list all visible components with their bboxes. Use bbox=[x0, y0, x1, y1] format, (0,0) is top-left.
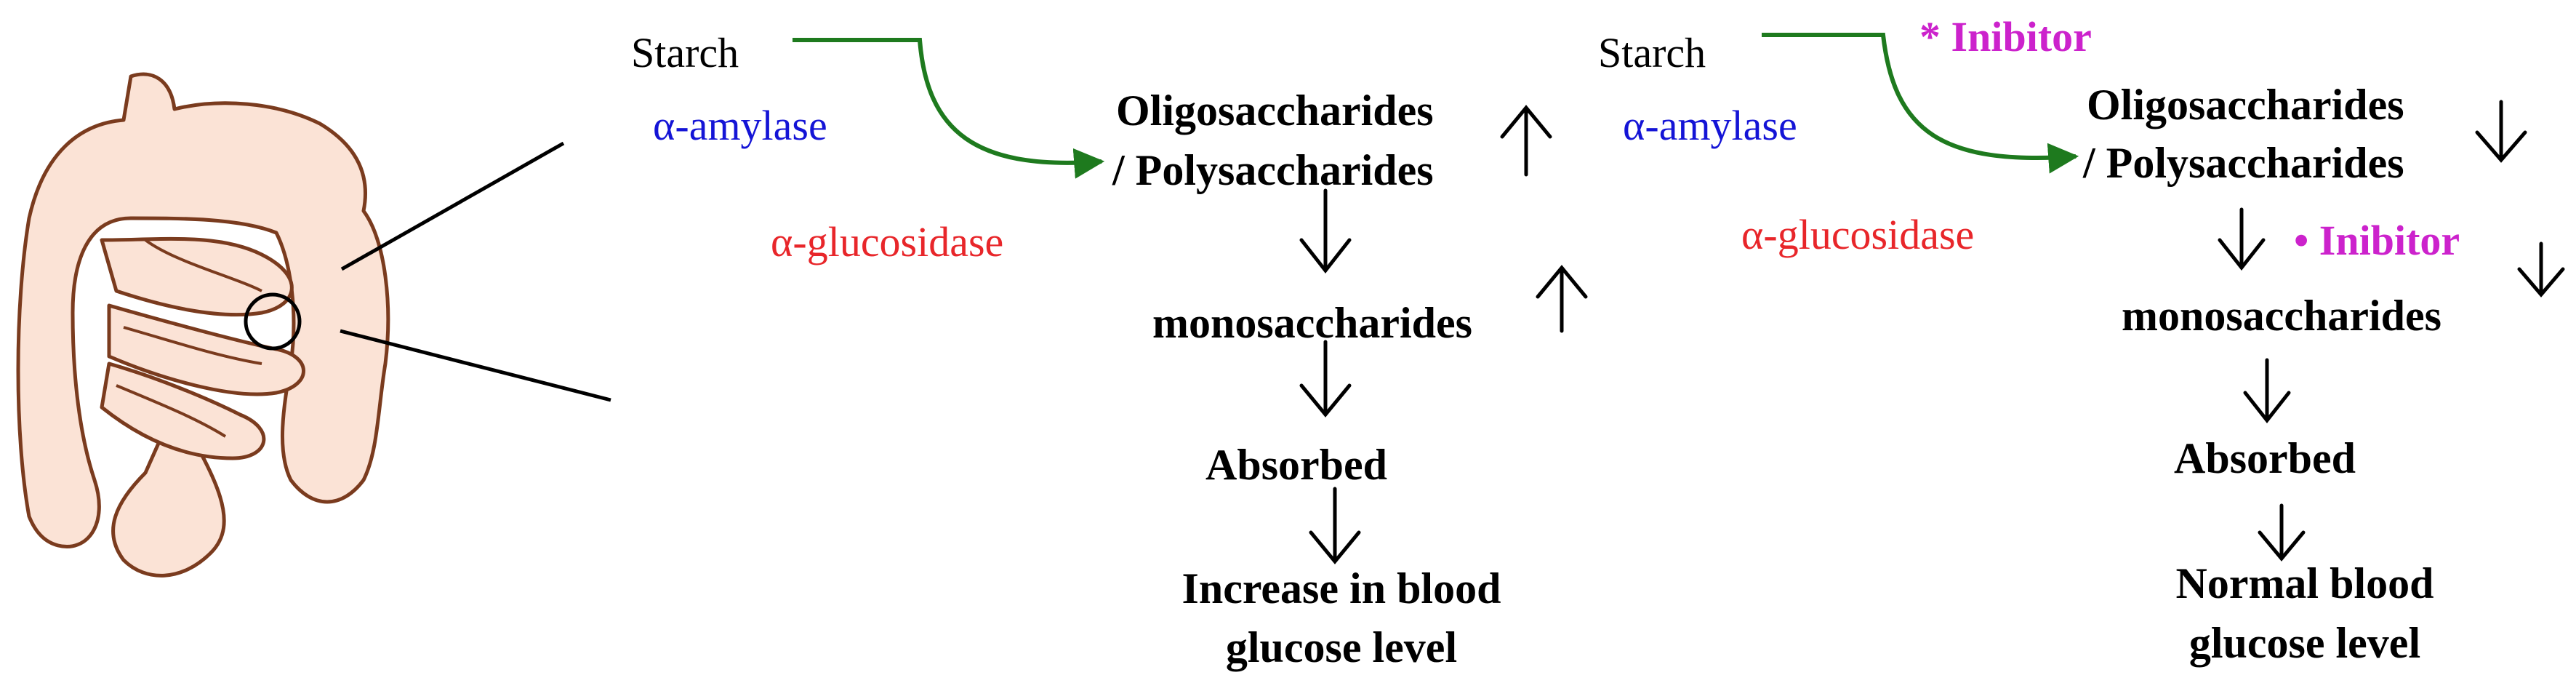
product-polysaccharides: / Polysaccharides bbox=[1112, 146, 1434, 194]
arrow-down-icon bbox=[1299, 340, 1352, 418]
product-polysaccharides: / Polysaccharides bbox=[2083, 139, 2404, 187]
inhibitor-label-glucosidase: • Inibitor bbox=[2294, 217, 2460, 264]
amylase-pathway-arrow-right bbox=[1762, 33, 2079, 174]
enzyme-label-glucosidase: α-glucosidase bbox=[771, 218, 1004, 265]
arrow-down-icon bbox=[2258, 503, 2306, 562]
outcome-line1: Increase in blood bbox=[1181, 564, 1501, 612]
arrow-down-icon bbox=[2475, 100, 2527, 163]
arrow-down-icon bbox=[1299, 188, 1352, 274]
arrow-down-icon bbox=[2243, 358, 2291, 424]
product-oligosaccharides: Oligosaccharides bbox=[1116, 87, 1434, 135]
step-absorbed: Absorbed bbox=[2174, 434, 2356, 482]
enzyme-label-amylase: α-amylase bbox=[653, 102, 827, 149]
arrow-down-icon bbox=[1309, 487, 1361, 564]
enzyme-label-amylase: α-amylase bbox=[1623, 102, 1797, 149]
arrow-up-icon bbox=[1500, 105, 1552, 177]
enzyme-label-glucosidase: α-glucosidase bbox=[1741, 211, 1975, 258]
zoom-line-lower bbox=[340, 329, 611, 402]
intestine-illustration bbox=[16, 72, 390, 578]
outcome-line2: glucose level bbox=[2188, 619, 2421, 667]
substrate-label: Starch bbox=[1598, 29, 1706, 76]
inhibitor-label-amylase: * Inibitor bbox=[1919, 13, 2092, 60]
arrow-down-icon bbox=[2218, 207, 2266, 271]
step-absorbed: Absorbed bbox=[1205, 441, 1388, 489]
product-oligosaccharides: Oligosaccharides bbox=[2087, 81, 2404, 129]
product-monosaccharides: monosaccharides bbox=[1152, 299, 1472, 347]
zoom-line-upper bbox=[340, 141, 565, 271]
arrow-up-icon bbox=[1536, 265, 1588, 333]
outcome-line2: glucose level bbox=[1225, 623, 1458, 671]
arrow-down-icon bbox=[2517, 241, 2565, 297]
outcome-line1: Normal blood bbox=[2175, 559, 2434, 607]
product-monosaccharides: monosaccharides bbox=[2122, 292, 2441, 340]
amylase-pathway-arrow-left bbox=[793, 38, 1105, 179]
substrate-label: Starch bbox=[631, 29, 739, 76]
